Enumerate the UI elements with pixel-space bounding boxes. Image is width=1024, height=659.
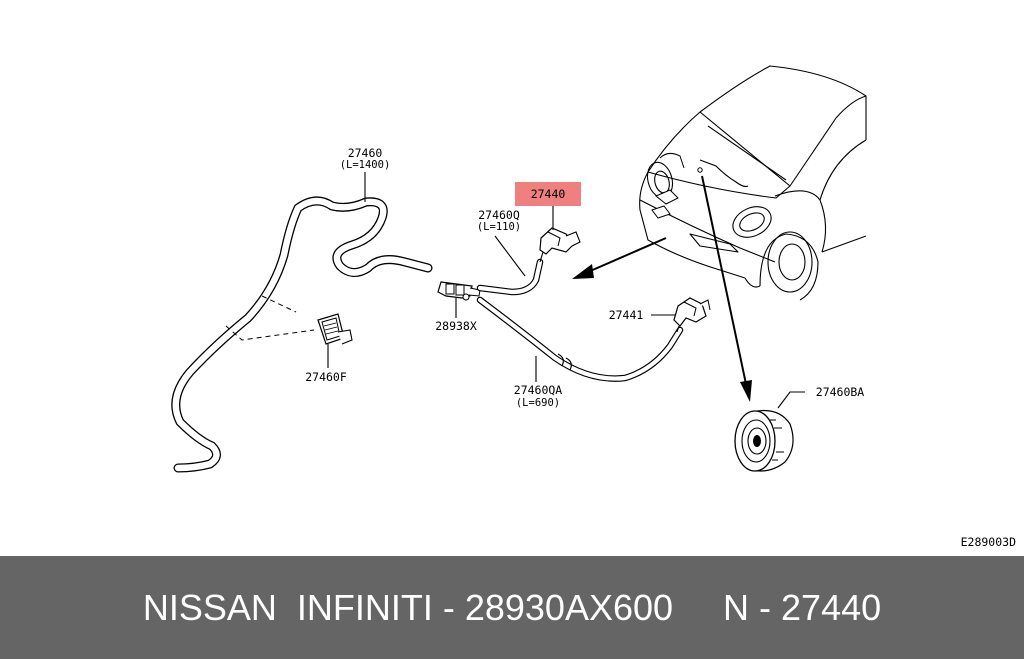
nozzle-27441 [673,297,711,333]
location-arrows [572,175,752,402]
hose-27460qa [476,296,684,382]
label-27460ba: 27460BA [816,385,865,399]
hose-27460q [476,258,544,296]
highlight-27440 [515,182,581,206]
svg-text:27460QA: 27460QA [514,383,563,397]
joint-28938x [437,281,481,301]
car-front-illustration [639,65,867,301]
clip-guide-lines [225,295,315,341]
nozzle-27440 [539,227,581,263]
svg-text:(L=1400): (L=1400) [340,159,391,171]
svg-text:27460Q: 27460Q [478,208,520,222]
svg-text:(L=110): (L=110) [477,221,521,233]
diagram-code: E289003D [961,535,1016,549]
clip-27460f [317,313,353,345]
label-27440: 27440 [531,187,566,201]
leader-lines [327,172,805,409]
label-27460q: 27460Q (L=110) [477,208,521,233]
grommet-27460ba [734,409,794,472]
footer-title: NISSAN INFINITI - 28930AX600 N - 27440 [142,586,882,628]
hose-27460 [171,196,433,473]
label-27460f: 27460F [305,370,347,384]
label-27441: 27441 [609,308,644,322]
footer-bar: NISSAN INFINITI - 28930AX600 N - 27440 [0,556,1024,659]
label-28938x: 28938X [435,319,477,333]
svg-text:27460: 27460 [348,146,383,160]
label-27460qa: 27460QA (L=690) [514,383,563,409]
label-27460: 27460 (L=1400) [340,146,391,171]
parts-diagram: 27460 (L=1400) 27460Q (L=110) 27440 2893… [171,65,1016,549]
svg-text:(L=690): (L=690) [516,397,560,409]
